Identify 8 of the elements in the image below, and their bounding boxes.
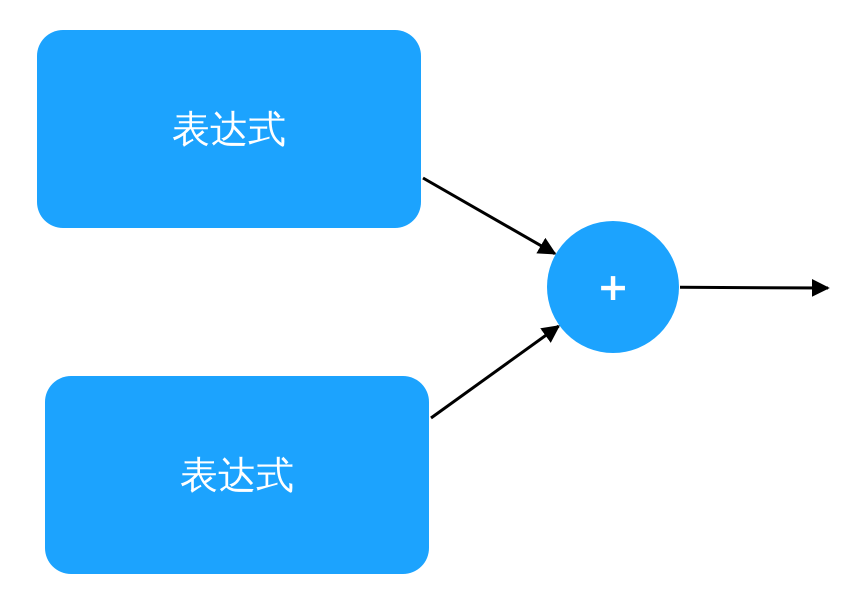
box-label: 表达式: [172, 106, 286, 152]
arrow: [430, 324, 560, 420]
arrow: [680, 278, 830, 297]
process-box: [37, 30, 421, 228]
operator-label: +: [597, 265, 629, 309]
arrow: [422, 176, 556, 255]
box-label: 表达式: [180, 452, 294, 498]
process-box: [45, 376, 429, 574]
